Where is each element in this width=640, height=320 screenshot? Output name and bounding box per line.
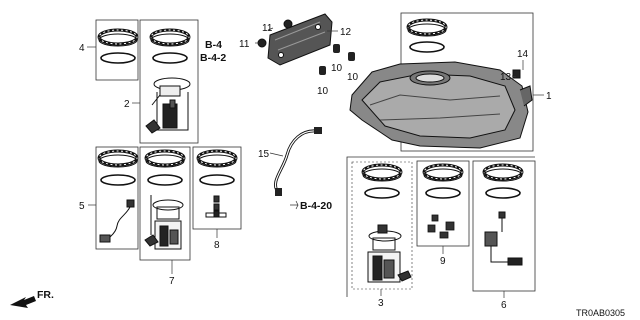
- group-2-frame: [139, 19, 199, 144]
- o-ring: [409, 41, 445, 53]
- lock-ring: [97, 28, 139, 48]
- part-8-label: 8: [214, 240, 220, 251]
- leader-lines: [87, 27, 544, 298]
- part-14-label: 14: [517, 49, 529, 60]
- o-ring: [364, 187, 400, 199]
- lock-ring: [144, 149, 186, 169]
- part-13-label: 13: [500, 72, 512, 83]
- part-9-label: 9: [440, 256, 446, 267]
- group-3-frame: [346, 156, 535, 297]
- o-ring: [485, 187, 521, 199]
- group-4-frame: [95, 19, 139, 81]
- pipe-connector: [275, 188, 282, 196]
- fuel-pump-3-drawing: [367, 224, 412, 283]
- fuel-pump-module-drawing: [145, 77, 191, 134]
- o-ring: [152, 52, 188, 64]
- fuel-gauge-sender-drawing: [484, 211, 523, 266]
- ref-b420-label: B-4-20: [300, 200, 332, 212]
- ref-b42-label: B-4-2: [200, 52, 226, 64]
- group-5-frame: [95, 146, 139, 250]
- part-3-label: 3: [378, 298, 384, 309]
- part-10-label: 10: [347, 72, 359, 83]
- lock-ring: [361, 163, 403, 183]
- group-3-dashed-frame: [351, 161, 413, 290]
- lock-ring: [97, 149, 139, 169]
- part-10-label: 10: [331, 63, 343, 74]
- o-ring: [425, 187, 461, 199]
- part-5-label: 5: [79, 201, 85, 212]
- part-6-label: 6: [501, 300, 507, 311]
- lock-ring: [422, 163, 464, 183]
- o-ring: [199, 174, 235, 186]
- fuel-pipe-drawing: [273, 129, 317, 193]
- lock-ring: [149, 28, 191, 48]
- part-15-label: 15: [258, 149, 270, 160]
- fuel-sender-drawing: [205, 195, 227, 218]
- grommet-10-drawing: [319, 44, 355, 75]
- heat-shield-drawing: [257, 13, 333, 66]
- lock-ring: [196, 149, 238, 169]
- ref-arrow-icon: [290, 200, 299, 210]
- part-11-label: 11: [262, 23, 273, 34]
- ref-b4-label: B-4: [205, 39, 222, 51]
- front-direction-arrow-icon: [10, 296, 36, 308]
- lock-ring: [482, 163, 524, 183]
- wire-harness-drawing: [99, 199, 135, 243]
- fuel-pump-assembly-drawing: [144, 195, 184, 250]
- front-direction-label: FR.: [37, 289, 54, 301]
- pipe-connector: [314, 127, 322, 134]
- part-2-label: 2: [124, 99, 130, 110]
- fuel-tank-drawing: [349, 61, 533, 149]
- part-10-label: 10: [317, 86, 329, 97]
- part-4-label: 4: [79, 43, 85, 54]
- o-ring: [147, 174, 183, 186]
- regulator-parts-drawing: [427, 214, 455, 239]
- part-11-label: 11: [239, 39, 250, 50]
- o-ring: [100, 174, 136, 186]
- part-7-label: 7: [169, 276, 175, 287]
- lock-ring: [406, 18, 448, 38]
- diagram-code: TR0AB0305: [576, 308, 625, 318]
- part-1-label: 1: [546, 91, 552, 102]
- part-12-label: 12: [340, 27, 352, 38]
- o-ring: [100, 52, 136, 64]
- group-7-frame: [139, 146, 191, 261]
